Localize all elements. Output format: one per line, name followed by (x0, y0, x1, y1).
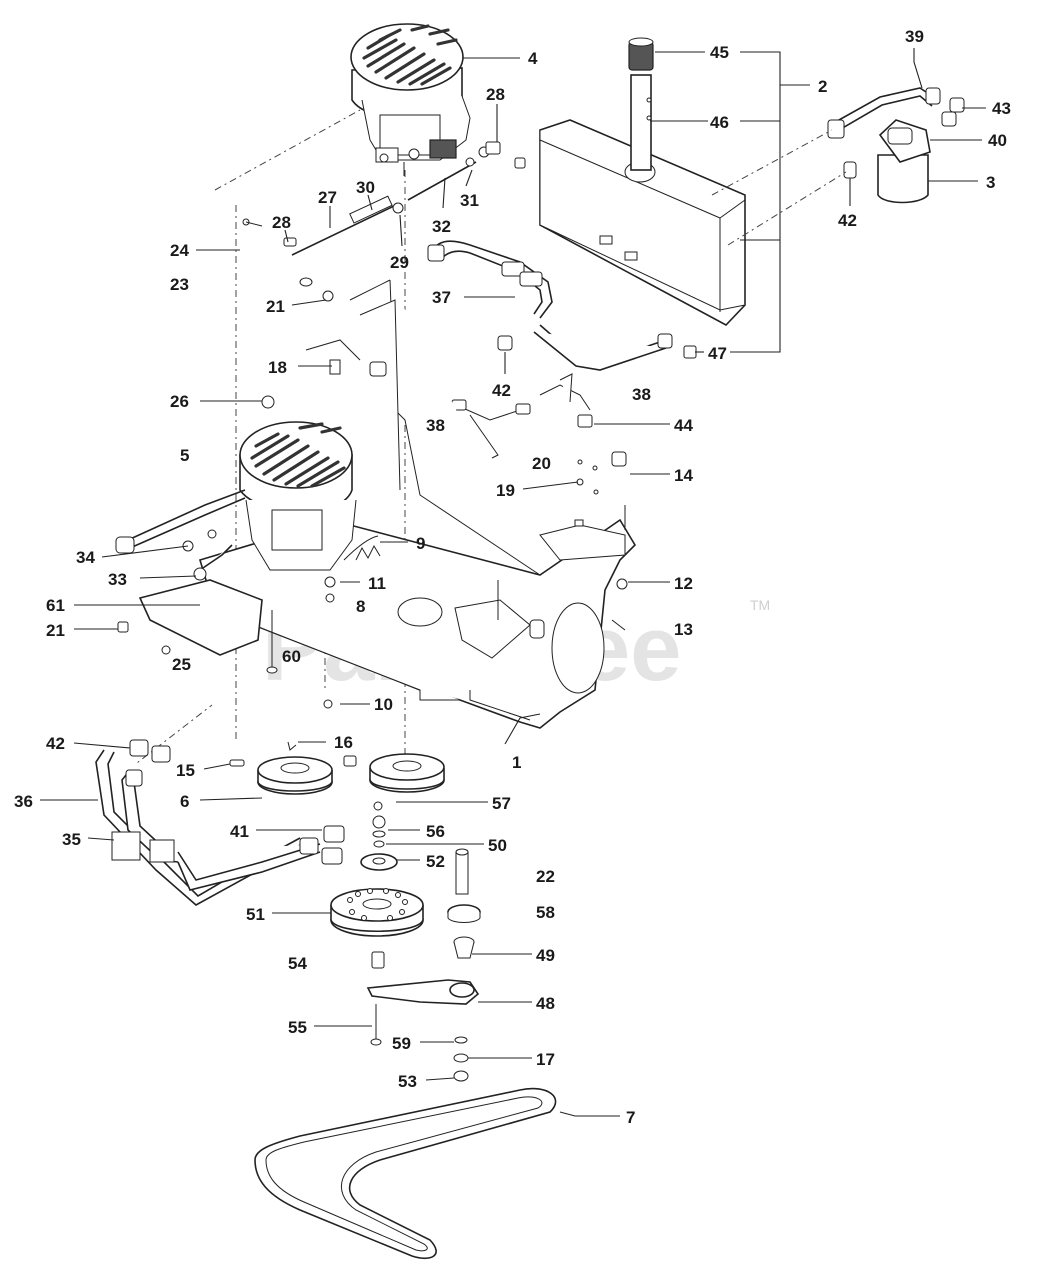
callout-21-top: 21 (266, 297, 285, 316)
fuel-lines-lower (95, 739, 345, 906)
callout-8: 8 (356, 597, 365, 616)
idler-arm-assembly (366, 848, 481, 1082)
fuel-hoses-middle (427, 240, 697, 459)
watermark-trademark: TM (750, 597, 770, 613)
callout-54: 54 (288, 954, 307, 973)
engine-shield (117, 579, 278, 674)
callout-39: 39 (905, 27, 924, 46)
callout-12: 12 (674, 574, 693, 593)
callout-23: 23 (170, 275, 189, 294)
pulley-hardware-stack (360, 801, 398, 871)
callout-32: 32 (432, 217, 451, 236)
fuel-filter (711, 87, 965, 246)
fuel-filler (624, 37, 656, 183)
callout-46: 46 (710, 113, 729, 132)
callout-45: 45 (710, 43, 729, 62)
callout-55: 55 (288, 1018, 307, 1037)
callout-56: 56 (426, 822, 445, 841)
callout-60: 60 (282, 647, 301, 666)
callout-31: 31 (460, 191, 479, 210)
callout-1: 1 (512, 753, 521, 772)
callout-28-left: 28 (272, 213, 291, 232)
callout-9: 9 (416, 534, 425, 553)
callout-11: 11 (368, 574, 386, 593)
callout-43: 43 (992, 99, 1011, 118)
callout-36: 36 (14, 792, 33, 811)
callout-6: 6 (180, 792, 189, 811)
callout-48: 48 (536, 994, 555, 1013)
callout-40: 40 (988, 131, 1007, 150)
callout-50: 50 (488, 836, 507, 855)
callout-42-top: 42 (838, 211, 857, 230)
callout-10: 10 (374, 695, 393, 714)
callout-25: 25 (172, 655, 191, 674)
callout-58: 58 (536, 903, 555, 922)
callout-51: 51 (246, 905, 265, 924)
callout-3: 3 (986, 173, 995, 192)
callout-17: 17 (536, 1050, 555, 1069)
callout-61: 61 (46, 596, 65, 615)
callout-53: 53 (398, 1072, 417, 1091)
callout-35: 35 (62, 830, 81, 849)
callout-38-right: 38 (632, 385, 651, 404)
callout-21-left: 21 (46, 621, 65, 640)
callout-20: 20 (532, 454, 551, 473)
callout-47: 47 (708, 344, 727, 363)
throttle-linkage-upper (242, 141, 526, 302)
callout-2: 2 (818, 77, 827, 96)
callout-34: 34 (76, 548, 95, 567)
callout-15: 15 (176, 761, 195, 780)
callout-57: 57 (492, 794, 511, 813)
callout-5: 5 (180, 446, 189, 465)
callout-44: 44 (674, 416, 693, 435)
fuel-tank (539, 119, 746, 326)
callout-42-mid: 42 (492, 381, 511, 400)
callout-30: 30 (356, 178, 375, 197)
callout-labels: 4 45 2 46 47 39 43 40 3 42 28 31 32 30 2… (14, 27, 1011, 1127)
callout-28-top: 28 (486, 85, 505, 104)
callout-41: 41 (230, 822, 249, 841)
callout-14: 14 (674, 466, 693, 485)
callout-24: 24 (170, 241, 189, 260)
callout-38-left: 38 (426, 416, 445, 435)
frame-chassis (199, 279, 637, 729)
callout-26: 26 (170, 392, 189, 411)
callout-59: 59 (392, 1034, 411, 1053)
pulley-57 (369, 753, 445, 793)
callout-49: 49 (536, 946, 555, 965)
callout-27: 27 (318, 188, 337, 207)
engine-lower (239, 339, 387, 571)
callout-16: 16 (334, 733, 353, 752)
drive-belt (254, 1087, 557, 1260)
pulley-engine-6 (229, 741, 357, 795)
callout-33: 33 (108, 570, 127, 589)
callout-42-bottom: 42 (46, 734, 65, 753)
callout-37: 37 (432, 288, 451, 307)
callout-7: 7 (626, 1108, 635, 1127)
engine-upper (350, 23, 471, 176)
callout-22: 22 (536, 867, 555, 886)
callout-52: 52 (426, 852, 445, 871)
idler-pulley-51 (330, 888, 424, 937)
leader-lines (40, 48, 986, 1117)
callout-4: 4 (528, 49, 538, 68)
callout-13: 13 (674, 620, 693, 639)
frame-hardware (323, 451, 627, 709)
callout-19: 19 (496, 481, 515, 500)
callout-18: 18 (268, 358, 287, 377)
throttle-linkage-lower (115, 489, 246, 581)
callout-29: 29 (390, 253, 409, 272)
